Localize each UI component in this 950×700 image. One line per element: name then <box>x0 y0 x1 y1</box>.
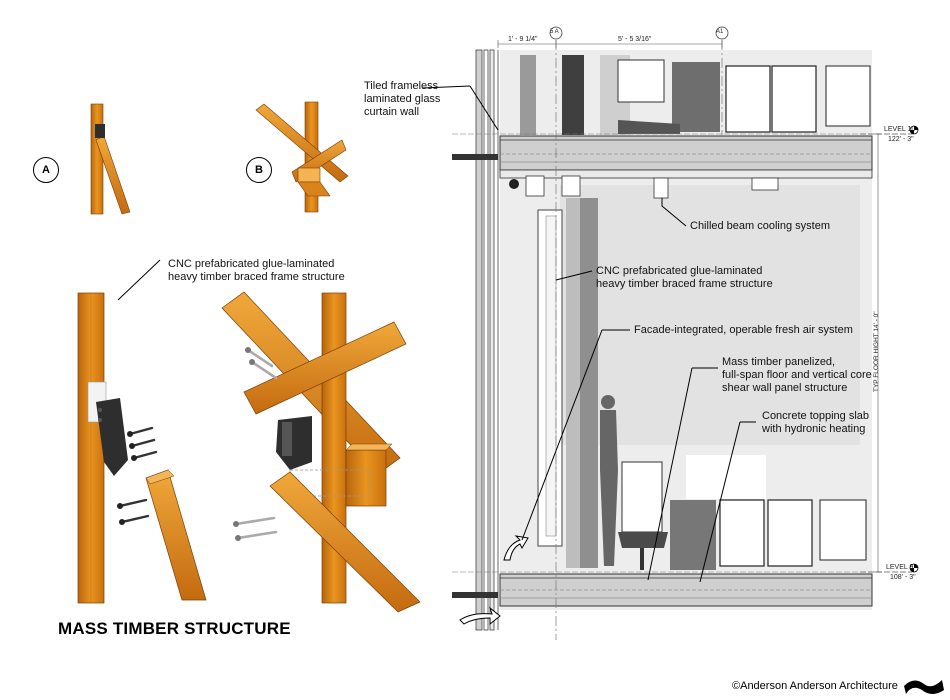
topping-slab-line2: with hydronic heating <box>762 423 866 435</box>
grid-5a-label: 5 A <box>550 29 559 35</box>
detail-b-graphic <box>255 101 349 213</box>
exploded-node-right <box>221 291 421 613</box>
floor-height-label: TYP FLOOR HIGHT 14' - 0" <box>873 311 880 392</box>
level9-name: LEVEL 9 <box>886 564 914 571</box>
dim-left-label: 1' - 9 1/4" <box>508 36 538 43</box>
level9-elev: 108' - 3" <box>890 574 916 581</box>
mass-timber-label: Mass timber panelized, full-span floor a… <box>722 356 872 395</box>
detail-a-graphic <box>90 103 131 215</box>
exploded-column-left <box>77 292 207 604</box>
mass-timber-line2: full-span floor and vertical core <box>722 369 872 381</box>
left-callout-leader <box>117 259 161 301</box>
page-title: MASS TIMBER STRUCTURE <box>58 619 291 638</box>
curtain-wall-line1: Tiled frameless <box>364 80 439 92</box>
left-callout-line1: CNC prefabricated glue-laminated <box>168 258 335 270</box>
curtain-wall-label: Tiled frameless laminated glass curtain … <box>364 80 440 119</box>
left-callout: CNC prefabricated glue-laminated heavy t… <box>168 258 345 284</box>
topping-slab-label: Concrete topping slab with hydronic heat… <box>762 410 869 436</box>
section-leaders <box>421 85 756 583</box>
firm-logo <box>904 680 944 694</box>
braced-frame-label: CNC prefabricated glue-laminated heavy t… <box>596 265 773 291</box>
detail-a-label: A <box>42 164 50 176</box>
credit-text: ©Anderson Anderson Architecture <box>732 680 898 692</box>
level10-elev: 122' - 3" <box>888 136 914 143</box>
mass-timber-line3: shear wall panel structure <box>722 382 848 394</box>
detail-b-badge: B <box>246 157 272 183</box>
grid-a1-label: A1 <box>716 29 724 35</box>
left-callout-line2: heavy timber braced frame structure <box>168 271 345 283</box>
fresh-air-label: Facade-integrated, operable fresh air sy… <box>634 324 853 336</box>
level10-name: LEVEL 10 <box>884 126 916 133</box>
braced-frame-line1: CNC prefabricated glue-laminated <box>596 265 763 277</box>
curtain-wall-line3: curtain wall <box>364 106 420 118</box>
chilled-beam-label: Chilled beam cooling system <box>690 220 831 232</box>
detail-a-badge: A <box>33 157 59 183</box>
topping-slab-line1: Concrete topping slab <box>762 410 870 422</box>
detail-b-label: B <box>255 164 263 176</box>
braced-frame-line2: heavy timber braced frame structure <box>596 278 773 290</box>
mass-timber-line1: Mass timber panelized, <box>722 356 836 368</box>
wall-section <box>452 26 919 640</box>
curtain-wall-line2: laminated glass <box>364 93 441 105</box>
dim-right-label: 5' - 5 3/16" <box>618 36 652 43</box>
